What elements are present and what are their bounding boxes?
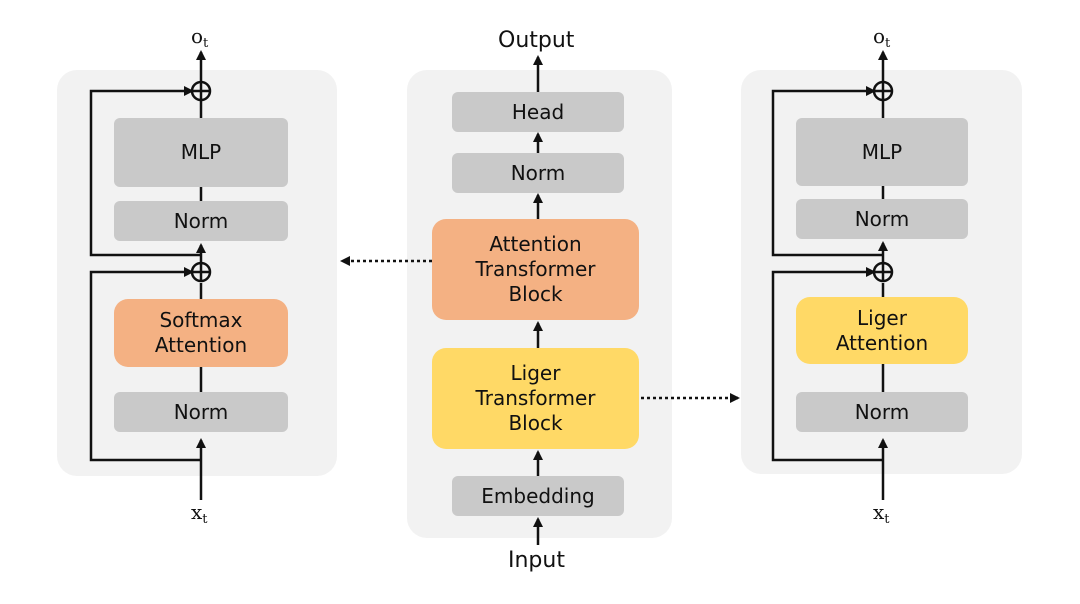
left-mlp-box: MLP (114, 118, 288, 187)
right-input-label: xt (873, 500, 890, 527)
center-input-label: Input (508, 548, 565, 573)
dotted-connectors (340, 256, 740, 403)
left-output-label: ot (191, 24, 209, 51)
right-residual-upper (771, 86, 883, 257)
left-input-label: xt (191, 500, 208, 527)
right-norm-top-box: Norm (796, 199, 968, 239)
center-head-box: Head (452, 92, 624, 132)
right-block-wires (771, 50, 894, 500)
left-residual-lower (89, 267, 201, 462)
right-norm-bottom-box: Norm (796, 392, 968, 432)
center-embedding-box: Embedding (452, 476, 624, 516)
right-output-label: ot (873, 24, 891, 51)
left-softmax-attention-box: Softmax Attention (114, 299, 288, 367)
right-mlp-box: MLP (796, 118, 968, 186)
center-attention-transformer-block: Attention Transformer Block (432, 219, 639, 320)
center-liger-transformer-block: Liger Transformer Block (432, 348, 639, 449)
left-residual-upper (89, 86, 201, 257)
left-block-wires (89, 50, 212, 500)
center-norm-box: Norm (452, 153, 624, 193)
center-output-label: Output (498, 28, 575, 53)
left-norm-top-box: Norm (114, 201, 288, 241)
right-liger-attention-box: Liger Attention (796, 297, 968, 364)
right-residual-lower (771, 267, 883, 462)
left-norm-bottom-box: Norm (114, 392, 288, 432)
